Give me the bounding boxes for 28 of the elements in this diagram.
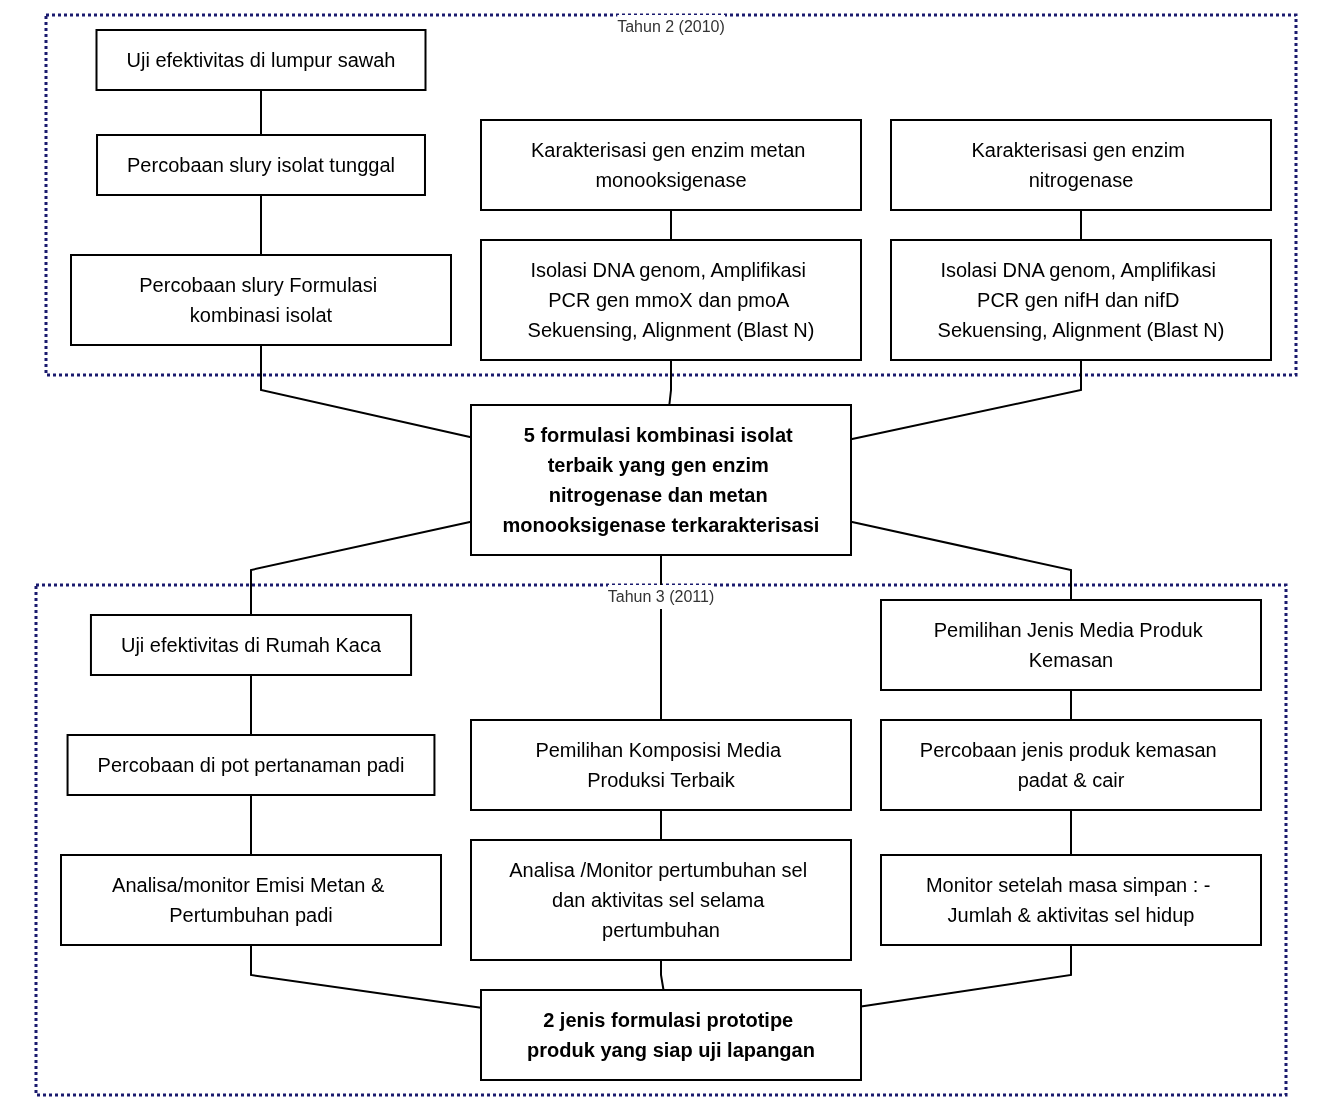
node-box: Isolasi DNA genom, Amplifikasi PCR gen mmoX dan pmoA Sekuensing, Alignment (Blast N) [479, 239, 862, 361]
node-box: Percobaan di pot pertanaman padi [66, 734, 435, 796]
node-box: Pemilihan Jenis Media Produk Kemasan [879, 599, 1262, 691]
connector [249, 794, 252, 856]
node-box: Percobaan jenis produk kemasan padat & cair [879, 719, 1262, 811]
node-box: 5 formulasi kombinasi isolat terbaik yang gen enzim nitrogenase dan metan monooksigenase terkarakterisasi [469, 404, 852, 556]
node-box: Pemilihan Komposisi Media Produksi Terbaik [469, 719, 852, 811]
connector [659, 959, 664, 991]
connector [1069, 809, 1072, 856]
node-box: Isolasi DNA genom, Amplifikasi PCR gen nifH dan nifD Sekuensing, Alignment (Blast N) [889, 239, 1272, 361]
node-box: Analisa/monitor Emisi Metan & Pertumbuhan padi [59, 854, 442, 946]
connector [259, 89, 262, 136]
connector [249, 674, 252, 736]
node-box: Karakterisasi gen enzim nitrogenase [889, 119, 1272, 211]
node-box: Percobaan slury Formulasi kombinasi isolat [69, 254, 452, 346]
node-box: 2 jenis formulasi prototipe produk yang siap uji lapangan [479, 989, 862, 1081]
node-box: Analisa /Monitor pertumbuhan sel dan aktivitas sel selama pertumbuhan [469, 839, 852, 961]
connector [1079, 209, 1082, 241]
connector [259, 194, 262, 256]
connector [659, 809, 662, 841]
node-box: Uji efektivitas di Rumah Kaca [89, 614, 412, 676]
node-box: Karakterisasi gen enzim metan monooksigenase [479, 119, 862, 211]
node-box: Uji efektivitas di lumpur sawah [95, 29, 426, 91]
node-box: Percobaan slury isolat tunggal [95, 134, 426, 196]
connector [1069, 689, 1072, 721]
node-box: Monitor setelah masa simpan : - Jumlah & aktivitas sel hidup [879, 854, 1262, 946]
connector [669, 209, 672, 241]
connector [667, 359, 672, 406]
